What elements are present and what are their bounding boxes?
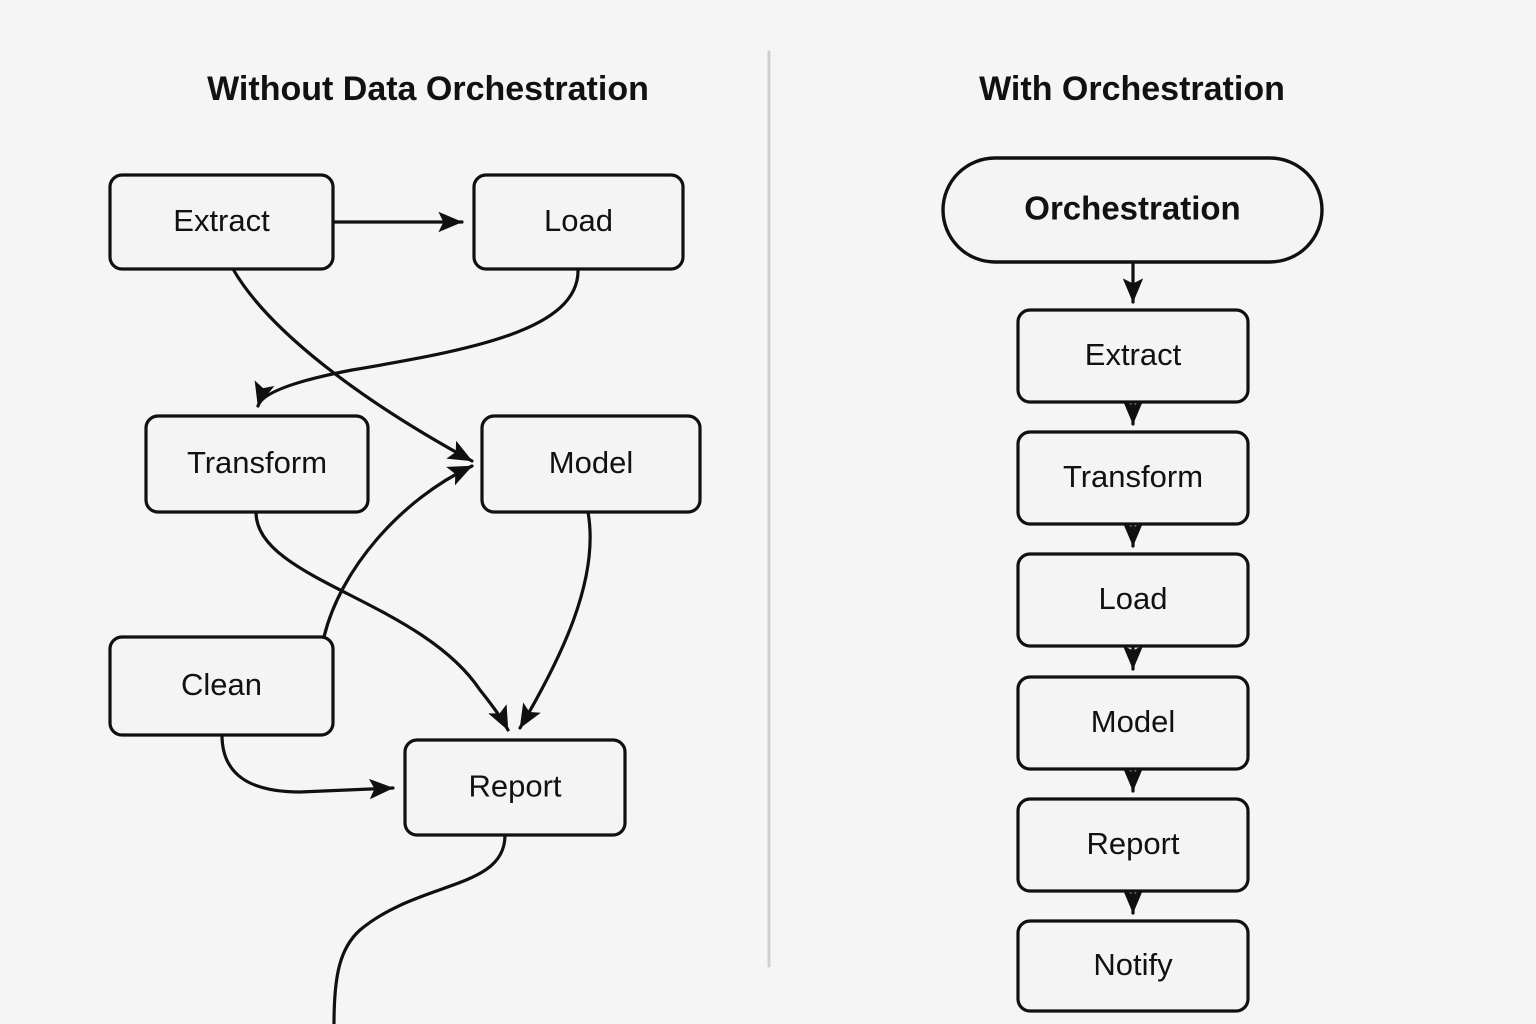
node-label-r-load: Load (1099, 581, 1168, 616)
node-shape-report[interactable] (403, 738, 627, 837)
node-model[interactable]: Model (480, 414, 702, 514)
node-transform[interactable]: Transform (144, 414, 370, 514)
node-label-load: Load (544, 203, 613, 238)
node-label-r-notify: Notify (1093, 947, 1173, 982)
edge-model-report (518, 510, 592, 730)
node-shape-load[interactable] (472, 173, 685, 271)
left-panel: Without Data Orchestration Extract LoadTr… (108, 70, 702, 1024)
node-label-report: Report (468, 769, 561, 804)
node-shape-r-model[interactable] (1016, 675, 1250, 771)
node-label-r-model: Model (1091, 704, 1175, 739)
node-label-r-transform: Transform (1063, 459, 1203, 494)
node-report[interactable]: Report (403, 738, 627, 837)
edge-extract-model (231, 267, 474, 463)
node-load[interactable]: Load (472, 173, 685, 271)
node-label-clean: Clean (181, 667, 262, 702)
edge-clean-report (220, 733, 395, 800)
node-label-r-report: Report (1086, 826, 1179, 861)
node-r-report[interactable]: Report (1016, 797, 1250, 893)
right-panel: With Orchestration OrchestrationExtractT… (941, 70, 1324, 1013)
node-shape-transform[interactable] (144, 414, 370, 514)
edge-transform-report (254, 510, 510, 732)
node-shape-model[interactable] (480, 414, 702, 514)
node-shape-r-transform[interactable] (1016, 430, 1250, 526)
node-r-transform[interactable]: Transform (1016, 430, 1250, 526)
node-shape-r-report[interactable] (1016, 797, 1250, 893)
node-shape-orchestration[interactable] (941, 156, 1324, 264)
node-r-load[interactable]: Load (1016, 552, 1250, 648)
node-orchestration[interactable]: Orchestration (941, 156, 1324, 264)
node-r-notify[interactable]: Notify (1016, 919, 1250, 1013)
node-shape-clean[interactable] (108, 635, 335, 737)
edge-clean-model (322, 464, 474, 639)
node-r-extract[interactable]: Extract (1016, 308, 1250, 404)
node-label-transform: Transform (187, 445, 327, 480)
node-clean[interactable]: Clean (108, 635, 335, 737)
node-label-model: Model (549, 445, 633, 480)
node-extract[interactable]: Extract (108, 173, 335, 271)
left-panel-title: Without Data Orchestration (207, 70, 649, 108)
right-panel-nodes: OrchestrationExtractTransformLoadModelRe… (941, 156, 1324, 1013)
node-shape-extract[interactable] (108, 173, 335, 271)
left-panel-edges (220, 211, 592, 1024)
edge-report-offscreen (332, 833, 507, 1024)
node-label-extract: Extract (173, 203, 270, 238)
right-panel-title: With Orchestration (979, 70, 1285, 108)
node-shape-r-load[interactable] (1016, 552, 1250, 648)
node-r-model[interactable]: Model (1016, 675, 1250, 771)
node-label-r-extract: Extract (1085, 337, 1182, 372)
node-label-orchestration: Orchestration (1024, 190, 1240, 227)
edge-load-transform (254, 267, 580, 408)
node-shape-r-notify[interactable] (1016, 919, 1250, 1013)
node-shape-r-extract[interactable] (1016, 308, 1250, 404)
